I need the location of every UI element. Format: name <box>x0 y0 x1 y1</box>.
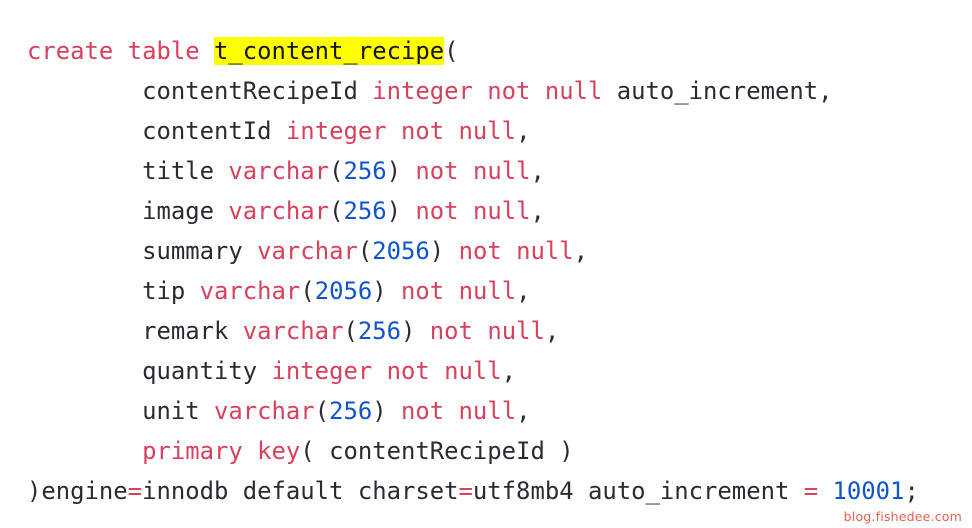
code-line: image varchar(256) not null, <box>27 191 957 231</box>
code-token-punc: ) <box>372 397 402 425</box>
code-token-plain: image <box>142 197 229 225</box>
code-token-kw: varchar <box>257 237 358 265</box>
code-token-punc: ( <box>329 197 344 225</box>
code-token-plain: innodb default charset <box>142 477 459 505</box>
code-token-num: 256 <box>343 197 387 225</box>
code-token-plain: contentRecipeId <box>142 77 373 105</box>
code-token-num: 2056 <box>372 237 430 265</box>
code-token-hl: t_content_recipe <box>213 37 445 65</box>
code-token-plain: utf8mb4 auto_increment <box>472 477 804 505</box>
sql-code-block: create table t_content_recipe( contentRe… <box>27 31 957 511</box>
code-token-punc: , <box>516 277 531 305</box>
code-token-plain: auto_increment, <box>602 77 833 105</box>
code-token-kw: not null <box>429 317 545 345</box>
code-token-punc: ( <box>329 157 344 185</box>
code-token-kw: primary key <box>142 437 301 465</box>
code-token-plain: unit <box>142 397 214 425</box>
code-line: )engine=innodb default charset=utf8mb4 a… <box>27 471 957 511</box>
code-token-punc: , <box>573 237 589 265</box>
code-token-plain: tip <box>142 277 200 305</box>
code-indent <box>27 237 142 265</box>
code-token-punc: ( <box>343 317 358 345</box>
code-token-kw: not null <box>401 397 517 425</box>
code-indent <box>27 357 142 385</box>
code-line: tip varchar(2056) not null, <box>27 271 957 311</box>
code-indent <box>27 397 142 425</box>
code-token-punc: ) <box>372 277 402 305</box>
code-token-punc: , <box>516 117 531 145</box>
code-indent <box>27 317 142 345</box>
code-token-num: 256 <box>357 317 401 345</box>
code-token-kw: varchar <box>214 397 315 425</box>
code-token-kw: varchar <box>228 197 330 225</box>
code-token-kw: varchar <box>242 317 344 345</box>
code-token-punc: , <box>501 357 517 385</box>
code-token-punc: , <box>516 397 531 425</box>
code-token-plain: title <box>142 157 229 185</box>
code-indent <box>27 117 142 145</box>
code-token-op: = <box>127 477 143 505</box>
code-token-kw: not null <box>458 237 574 265</box>
code-line: contentId integer not null, <box>27 111 957 151</box>
code-token-plain: summary <box>142 237 258 265</box>
code-indent <box>27 437 142 465</box>
code-token-punc: ( <box>444 37 459 65</box>
code-token-punc: ( <box>314 397 330 425</box>
code-token-plain: contentRecipeId <box>329 437 545 465</box>
code-indent <box>27 77 142 105</box>
code-line: primary key( contentRecipeId ) <box>27 431 957 471</box>
code-token-plain <box>818 477 832 505</box>
code-line: contentRecipeId integer not null auto_in… <box>27 71 957 111</box>
code-token-punc: ) <box>386 197 416 225</box>
code-token-kw: integer not null <box>372 77 603 105</box>
code-token-plain: )engine <box>27 477 128 505</box>
code-token-punc: ) <box>386 157 416 185</box>
code-token-kw: varchar <box>199 277 301 305</box>
code-token-kw: create table <box>27 37 214 65</box>
code-line: quantity integer not null, <box>27 351 957 391</box>
code-token-num: 2056 <box>314 277 373 305</box>
code-token-kw: not null <box>401 277 517 305</box>
code-token-kw: integer not null <box>271 357 502 385</box>
code-token-punc: ) <box>544 437 574 465</box>
code-token-plain: quantity <box>142 357 272 385</box>
code-token-punc: ; <box>904 477 919 505</box>
code-token-punc: ( <box>300 277 315 305</box>
code-token-punc: , <box>530 157 545 185</box>
code-line: summary varchar(2056) not null, <box>27 231 957 271</box>
code-token-num: 256 <box>329 397 373 425</box>
code-token-punc: ) <box>401 317 430 345</box>
code-line: create table t_content_recipe( <box>27 31 957 71</box>
code-token-punc: ( <box>357 237 373 265</box>
code-token-op: = <box>803 477 819 505</box>
code-token-kw: integer not null <box>285 117 517 145</box>
code-token-plain: contentId <box>142 117 286 145</box>
code-line: title varchar(256) not null, <box>27 151 957 191</box>
code-indent <box>27 277 142 305</box>
code-indent <box>27 157 142 185</box>
code-token-punc: ( <box>300 437 330 465</box>
code-token-plain: remark <box>142 317 243 345</box>
code-indent <box>27 197 142 225</box>
code-token-kw: not null <box>415 197 531 225</box>
code-token-num: 10001 <box>832 477 905 505</box>
code-token-punc: , <box>530 197 545 225</box>
code-token-num: 256 <box>343 157 387 185</box>
code-token-op: = <box>458 477 473 505</box>
code-token-punc: ) <box>429 237 459 265</box>
code-token-punc: , <box>544 317 560 345</box>
code-token-kw: varchar <box>228 157 330 185</box>
code-line: unit varchar(256) not null, <box>27 391 957 431</box>
site-watermark: blog.fishedee.com <box>843 509 962 524</box>
code-token-kw: not null <box>415 157 531 185</box>
code-line: remark varchar(256) not null, <box>27 311 957 351</box>
